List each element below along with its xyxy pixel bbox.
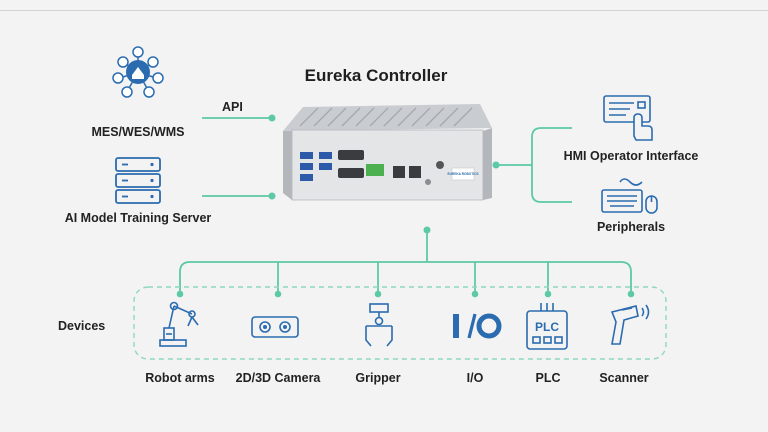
hmi-label: HMI Operator Interface — [563, 149, 699, 163]
scanner-icon — [610, 304, 650, 345]
device-label-camera: 2D/3D Camera — [235, 371, 321, 385]
robot-arm-icon — [159, 301, 199, 347]
ethernet-port — [409, 166, 421, 178]
mes-label: MES/WES/WMS — [91, 125, 185, 139]
device-label-io: I/O — [466, 371, 484, 385]
keyboard-mouse-icon — [601, 178, 658, 214]
device-label-robot-arms: Robot arms — [145, 371, 215, 385]
io-icon — [453, 313, 502, 339]
heatsink-fins — [299, 107, 473, 127]
plc-icon: PLC — [526, 303, 568, 350]
peripherals-label: Peripherals — [596, 220, 666, 234]
controller-side-left — [283, 131, 292, 200]
controller-side-right — [483, 128, 492, 200]
api-connector-dot — [268, 114, 276, 122]
devices-group-box — [133, 286, 667, 360]
ai-server-label: AI Model Training Server — [64, 211, 212, 225]
usb-port — [319, 152, 332, 159]
device-label-scanner: Scanner — [599, 371, 649, 385]
power-button — [425, 179, 431, 185]
device-label-plc: PLC — [535, 371, 561, 385]
peripherals-connector — [531, 165, 572, 203]
mes-network-icon — [112, 46, 164, 98]
com-port — [338, 168, 364, 178]
page-title: Eureka Controller — [304, 66, 448, 85]
server-rack-icon — [115, 157, 161, 204]
usb-port — [300, 152, 313, 159]
terminal-block — [366, 164, 384, 176]
device-label-gripper: Gripper — [355, 371, 401, 385]
dc-in-jack — [436, 161, 444, 169]
ai-connector-dot — [268, 192, 276, 200]
svg-text:EUREKA ROBOTICS: EUREKA ROBOTICS — [447, 172, 478, 176]
devices-group-label: Devices — [58, 319, 106, 333]
top-divider — [0, 10, 768, 11]
connector-lines — [176, 114, 635, 298]
gripper-icon — [365, 303, 393, 347]
usb-port — [319, 163, 332, 170]
com-port — [338, 150, 364, 160]
controller-top — [283, 104, 492, 131]
api-label: API — [222, 100, 243, 114]
devices-trunk-dot — [423, 226, 431, 234]
right-connector-dot — [492, 161, 500, 169]
devices-bus — [179, 261, 632, 294]
controller-device-image: EUREKA ROBOTICS — [283, 104, 492, 201]
svg-text:PLC: PLC — [535, 320, 559, 334]
usb-port — [300, 163, 313, 170]
hmi-touch-icon — [603, 95, 653, 141]
usb-port — [300, 174, 313, 181]
ethernet-port — [393, 166, 405, 178]
hmi-connector — [496, 127, 572, 166]
brand-plate — [451, 167, 475, 181]
camera-icon — [251, 316, 299, 338]
